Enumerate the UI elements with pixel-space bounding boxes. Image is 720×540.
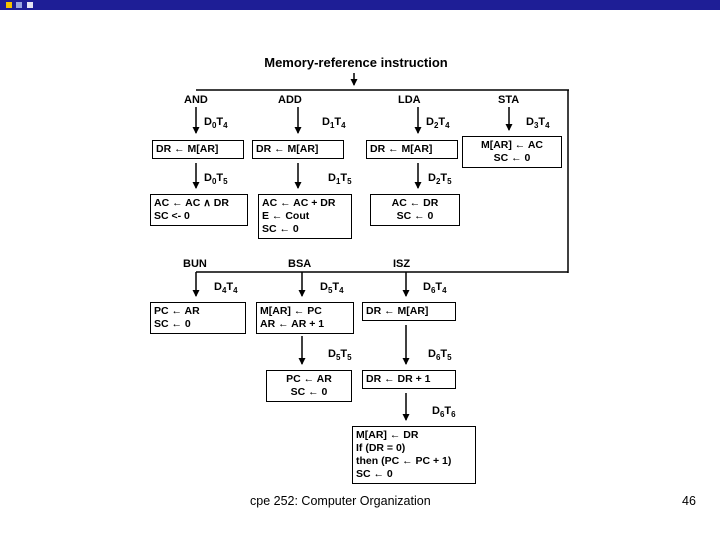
sta-step1-box: M[AR] ← AC SC ← 0	[462, 136, 562, 168]
and-step1-box: DR ← M[AR]	[152, 140, 244, 159]
timing-label-d1t4: D1T4	[322, 116, 346, 131]
timing-label-d0t5: D0T5	[204, 172, 228, 187]
box-text-line: SC ← 0	[290, 386, 328, 398]
isz-step3-box: M[AR] ← DR If (DR = 0) then (PC ← PC + 1…	[352, 426, 476, 484]
branch-label-isz: ISZ	[393, 258, 411, 270]
box-text-line: then (PC ← PC + 1)	[356, 455, 452, 467]
box-text-line: M[AR] ← DR	[356, 429, 419, 441]
box-text-line: AR ← AR + 1	[260, 318, 325, 330]
box-text-line: PC ← AR	[286, 373, 332, 385]
page-number: 46	[682, 494, 696, 508]
box-text-line: SC ← 0	[262, 223, 299, 235]
box-text-line: DR ← M[AR]	[156, 143, 219, 155]
box-text-line: SC ← 0	[396, 210, 434, 222]
slide-title: Memory-reference instruction	[264, 55, 448, 70]
titlebar-icon-2[interactable]	[16, 2, 22, 8]
branch-label-add: ADD	[278, 94, 302, 106]
branch-label-lda: LDA	[398, 94, 421, 106]
titlebar-icon-1[interactable]	[6, 2, 12, 8]
box-text-line: DR ← DR + 1	[366, 373, 431, 385]
add-step1-box: DR ← M[AR]	[252, 140, 344, 159]
box-text-line: E ← Cout	[262, 210, 310, 222]
timing-label-d5t5: D5T5	[328, 348, 352, 363]
bsa-step1-box: M[AR] ← PC AR ← AR + 1	[256, 302, 354, 334]
timing-label-d4t4: D4T4	[214, 281, 238, 296]
box-text-line: AC ← AC + DR	[262, 197, 336, 209]
bun-step1-box: PC ← AR SC ← 0	[150, 302, 246, 334]
and-step2-box: AC ← AC ∧ DR SC <- 0	[150, 194, 248, 226]
box-text-line: SC ← 0	[493, 152, 531, 164]
timing-label-d3t4: D3T4	[526, 116, 550, 131]
isz-step1-box: DR ← M[AR]	[362, 302, 456, 321]
box-text-line: DR ← M[AR]	[366, 305, 429, 317]
branch-label-and: AND	[184, 94, 208, 106]
box-text-line: AC ← DR	[391, 197, 439, 209]
branch-label-sta: STA	[498, 94, 520, 106]
timing-label-d1t5: D1T5	[328, 172, 352, 187]
box-text-line: DR ← M[AR]	[256, 143, 319, 155]
timing-label-d0t4: D0T4	[204, 116, 228, 131]
timing-label-d5t4: D5T4	[320, 281, 344, 296]
lda-step1-box: DR ← M[AR]	[366, 140, 458, 159]
box-text-line: If (DR = 0)	[356, 442, 406, 454]
box-text-line: M[AR] ← AC	[480, 139, 543, 151]
timing-label-d2t5: D2T5	[428, 172, 452, 187]
add-step2-box: AC ← AC + DR E ← Cout SC ← 0	[258, 194, 352, 239]
timing-label-d2t4: D2T4	[426, 116, 450, 131]
box-text-line: DR ← M[AR]	[370, 143, 433, 155]
window-titlebar	[0, 0, 720, 10]
titlebar-icon-3[interactable]	[27, 2, 33, 8]
box-text-line: PC ← AR	[154, 305, 200, 317]
box-text-line: AC ← AC ∧ DR	[154, 197, 229, 209]
bsa-step2-box: PC ← AR SC ← 0	[266, 370, 352, 402]
branch-label-bun: BUN	[183, 258, 207, 270]
slide-footer: cpe 252: Computer Organization	[250, 494, 431, 508]
box-text-line: SC ← 0	[154, 318, 191, 330]
branch-label-bsa: BSA	[288, 258, 312, 270]
timing-label-d6t6: D6T6	[432, 405, 456, 420]
lda-step2-box: AC ← DR SC ← 0	[370, 194, 460, 226]
box-text-line: SC ← 0	[356, 468, 393, 480]
box-text-line: M[AR] ← PC	[260, 305, 322, 317]
timing-label-d6t5: D6T5	[428, 348, 452, 363]
timing-label-d6t4: D6T4	[423, 281, 447, 296]
isz-step2-box: DR ← DR + 1	[362, 370, 456, 389]
box-text-line: SC <- 0	[154, 210, 190, 222]
